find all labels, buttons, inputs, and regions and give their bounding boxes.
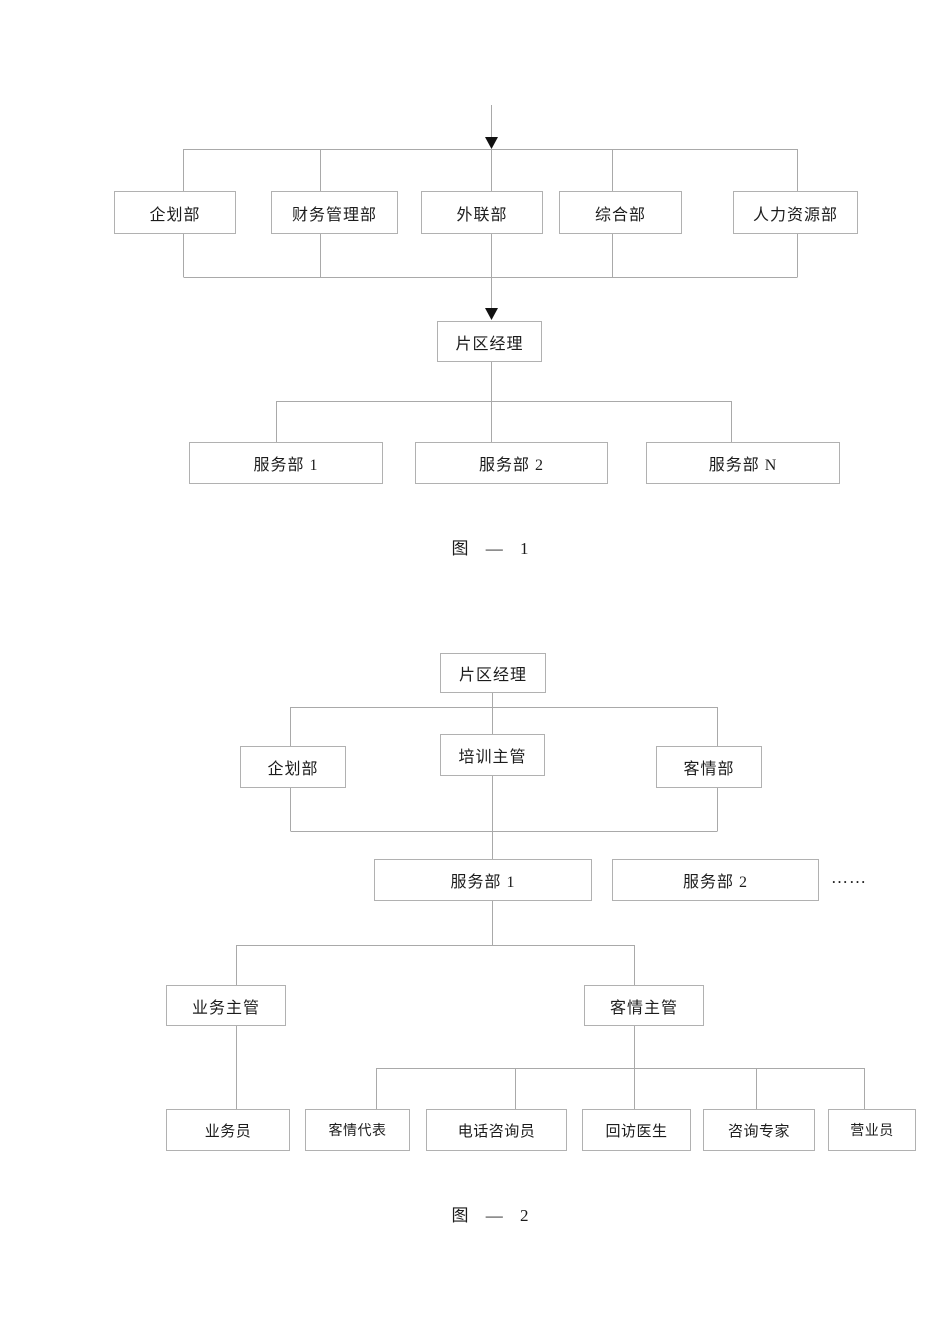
- fig2-box-service-dept-1: 服务部 1: [374, 859, 592, 901]
- fig1-box-general-dept: 综合部: [559, 191, 682, 234]
- fig2-box-business-supervisor: 业务主管: [166, 985, 286, 1026]
- fig2-box-training-supervisor: 培训主管: [440, 734, 545, 776]
- fig2-box-followup-doctor: 回访医生: [582, 1109, 691, 1151]
- fig2-box-consulting-expert: 咨询专家: [703, 1109, 815, 1151]
- fig2-box-service-dept-2: 服务部 2: [612, 859, 819, 901]
- arrow-down-icon: [485, 137, 498, 149]
- fig2-box-customer-relations-dept: 客情部: [656, 746, 762, 788]
- fig2-box-shop-assistant: 营业员: [828, 1109, 916, 1151]
- fig1-box-service-dept-1: 服务部 1: [189, 442, 383, 484]
- fig1-box-service-dept-n: 服务部 N: [646, 442, 840, 484]
- fig1-connectors: [183, 105, 798, 442]
- fig2-box-district-manager: 片区经理: [440, 653, 546, 693]
- fig2-box-customer-rep: 客情代表: [305, 1109, 410, 1151]
- fig2-caption: 图 — 2: [451, 1206, 529, 1225]
- fig1-box-liaison-dept: 外联部: [421, 191, 543, 234]
- fig1-box-service-dept-2: 服务部 2: [415, 442, 608, 484]
- fig2-box-customer-care-supervisor: 客情主管: [584, 985, 704, 1026]
- fig1-box-district-manager: 片区经理: [437, 321, 542, 362]
- arrow-down-icon: [485, 308, 498, 320]
- fig1-caption: 图 — 1: [451, 539, 529, 558]
- fig2-box-salesperson: 业务员: [166, 1109, 290, 1151]
- fig1-box-planning-dept: 企划部: [114, 191, 236, 234]
- fig2-connectors: [236, 693, 865, 1109]
- fig2-box-planning-dept: 企划部: [240, 746, 346, 788]
- fig2-ellipsis: ……: [831, 868, 867, 887]
- fig1-box-finance-dept: 财务管理部: [271, 191, 398, 234]
- fig2-box-phone-consultant: 电话咨询员: [426, 1109, 567, 1151]
- fig1-box-hr-dept: 人力资源部: [733, 191, 858, 234]
